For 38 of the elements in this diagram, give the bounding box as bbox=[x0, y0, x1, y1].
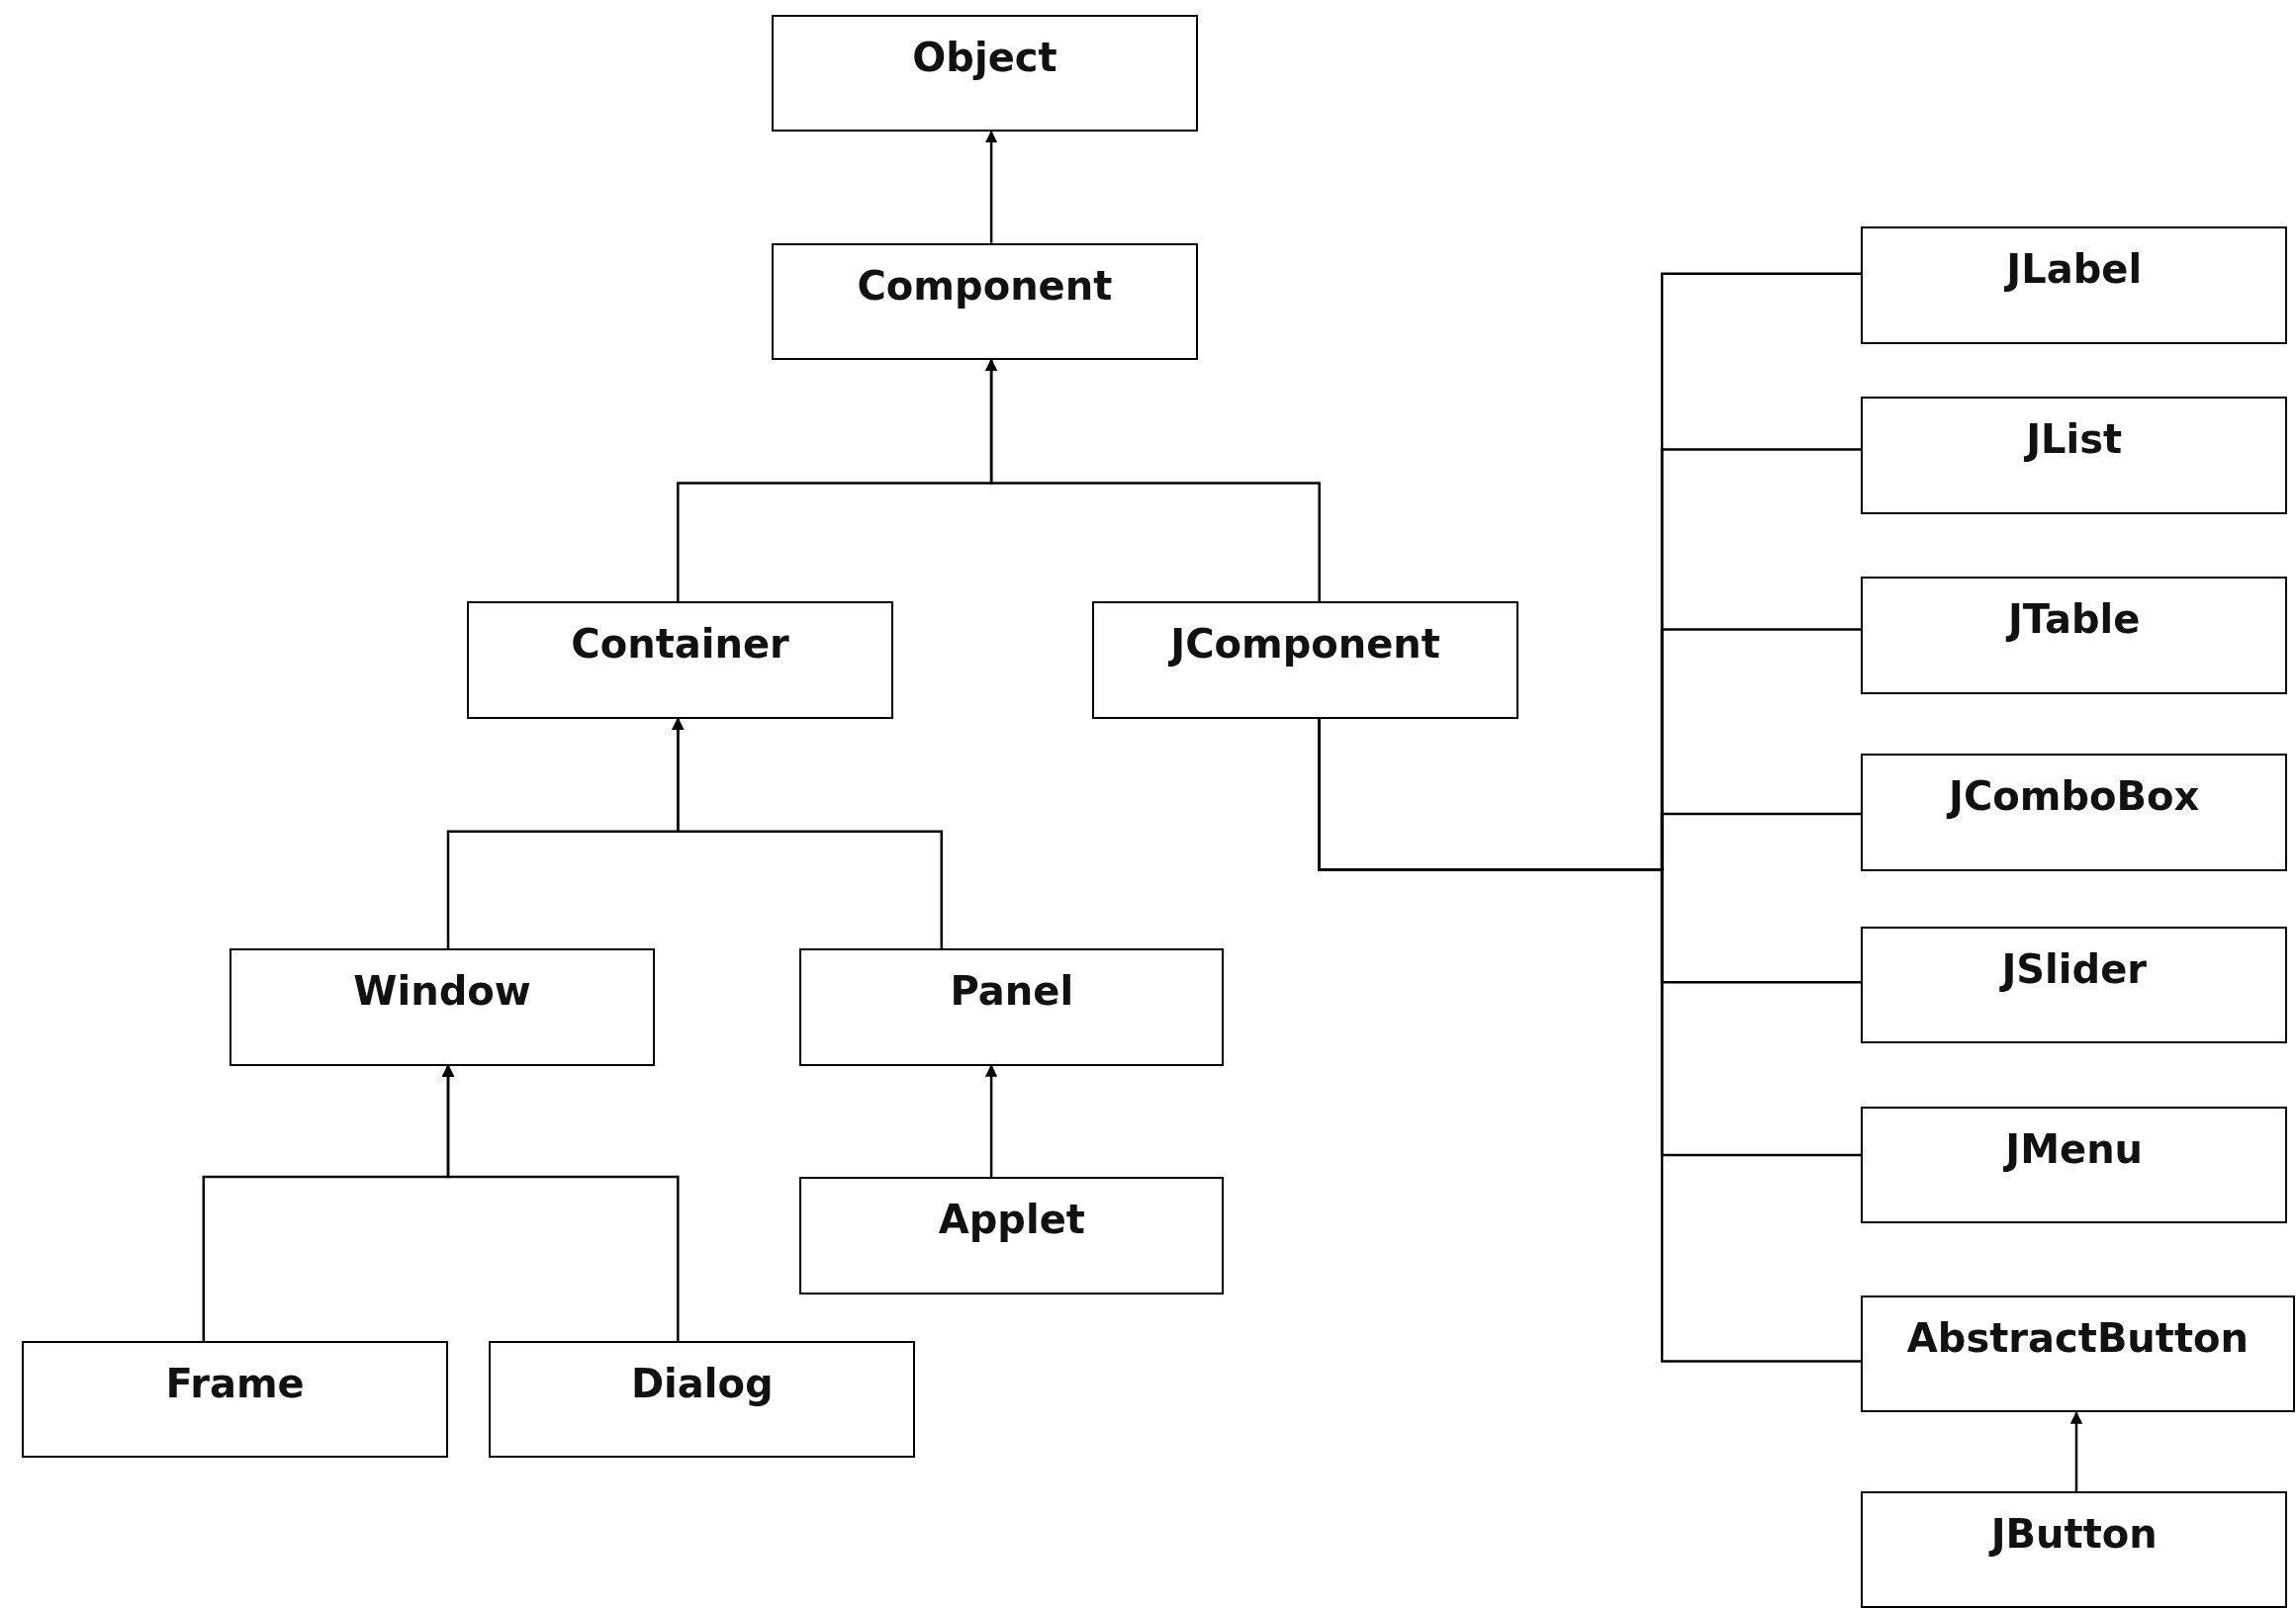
class-box bbox=[1861, 397, 2288, 514]
class-name: AbstractButton bbox=[1906, 1315, 2250, 1361]
class-box bbox=[799, 1177, 1225, 1295]
class-box bbox=[772, 242, 1198, 361]
class-name: Applet bbox=[938, 1197, 1085, 1243]
class-name: JSlider bbox=[2001, 946, 2148, 992]
class-name: JMenu bbox=[2005, 1126, 2144, 1173]
class-box bbox=[772, 14, 1198, 133]
class-box bbox=[467, 601, 893, 719]
class-box bbox=[1861, 1491, 2288, 1608]
class-name: JLabel bbox=[2006, 246, 2143, 293]
class-box bbox=[230, 948, 655, 1066]
inheritance-arrow bbox=[672, 717, 944, 949]
inheritance-arrow bbox=[984, 358, 1321, 602]
class-name: Container bbox=[571, 621, 789, 668]
class-name: Dialog bbox=[630, 1360, 774, 1406]
class-name: JButton bbox=[1990, 1511, 2158, 1558]
class-box bbox=[799, 948, 1225, 1066]
class-box bbox=[1861, 226, 2288, 344]
class-name: JList bbox=[2026, 416, 2123, 463]
class-box bbox=[22, 1340, 448, 1459]
class-name: Frame bbox=[165, 1360, 305, 1406]
class-name: Component bbox=[857, 262, 1113, 309]
class-box bbox=[489, 1340, 916, 1459]
class-box bbox=[1861, 1107, 2288, 1224]
inheritance-arrow bbox=[984, 130, 998, 243]
class-box bbox=[1861, 927, 2288, 1044]
inheritance-arrow bbox=[2069, 1411, 2083, 1492]
inheritance-arrow bbox=[441, 1064, 680, 1341]
class-name: Window bbox=[353, 968, 531, 1015]
inheritance-arrow bbox=[984, 1064, 998, 1178]
class-name: Object bbox=[912, 34, 1057, 80]
class-box bbox=[1092, 601, 1518, 719]
class-box bbox=[1861, 754, 2288, 871]
class-box bbox=[1861, 1295, 2295, 1413]
class-name: JComponent bbox=[1170, 621, 1440, 668]
class-name: Panel bbox=[950, 968, 1074, 1015]
class-box bbox=[1861, 577, 2288, 694]
